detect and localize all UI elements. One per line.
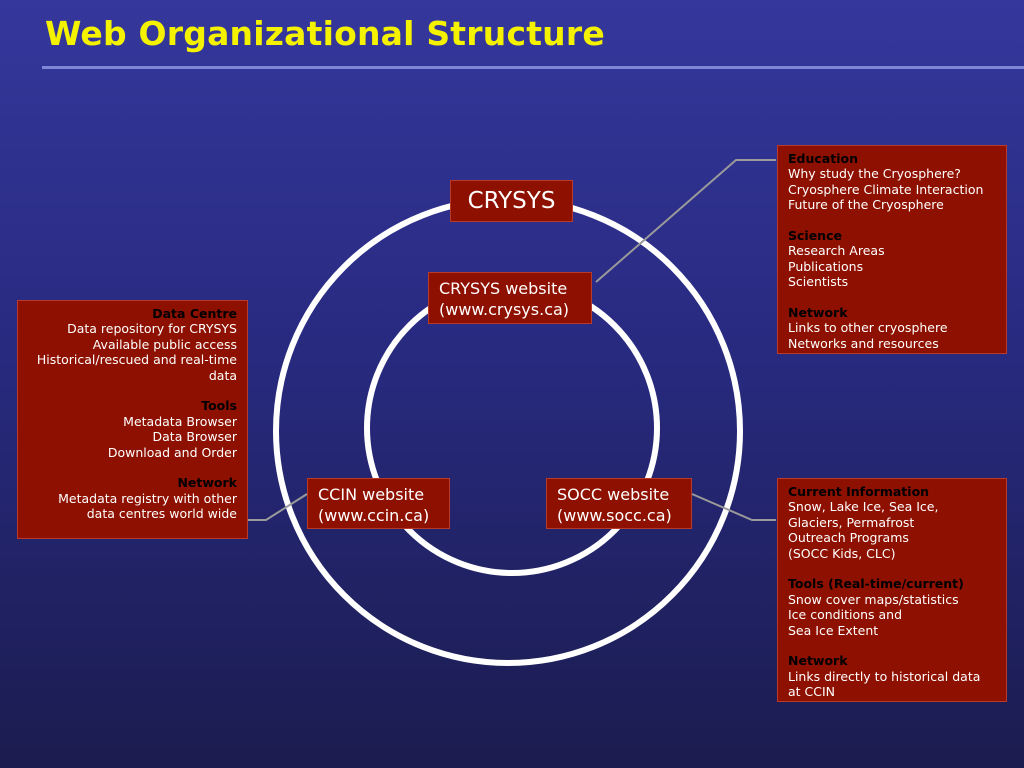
section-line: Data repository for CRYSYS (67, 321, 237, 337)
section-line: Networks and resources (788, 335, 939, 351)
crysys-website-name: CRYSYS website (439, 279, 568, 298)
section-line: Links to other cryosphere (788, 320, 948, 336)
section-line: at CCIN (788, 684, 836, 700)
section-heading: Data Centre (152, 306, 237, 321)
crysys-website-node: CRYSYS website (www.crysys.ca) (428, 272, 592, 324)
page-title: Web Organizational Structure (45, 14, 605, 53)
section-line: Metadata registry with other (58, 490, 237, 506)
section-heading: Tools (Real-time/current) (788, 576, 964, 592)
socc-website-url: (www.socc.ca) (557, 506, 672, 525)
section-line: Future of the Cryosphere (788, 197, 944, 213)
section-line: Snow cover maps/statistics (788, 591, 959, 607)
title-underline (42, 66, 1024, 69)
outer-ring (273, 196, 743, 666)
section-line: Historical/rescued and real-time (36, 352, 237, 368)
section-heading: Network (788, 305, 848, 321)
crysys-core-label: CRYSYS (450, 180, 573, 222)
section-line: data centres world wide (86, 506, 237, 522)
section-line: Scientists (788, 274, 849, 290)
section-heading: Science (788, 228, 842, 244)
section-line: Cryosphere Climate Interaction (788, 181, 984, 197)
section-line: Metadata Browser (123, 413, 237, 429)
section-line: data (208, 367, 237, 383)
section-heading: Network (788, 653, 848, 669)
section-line: Links directly to historical data (788, 668, 981, 684)
section-line: Sea Ice Extent (788, 622, 879, 638)
crysys-connector (595, 159, 776, 283)
section-line: Outreach Programs (788, 530, 909, 546)
socc-panel-section: Tools (Real-time/current)Snow cover maps… (788, 576, 1002, 638)
section-line: Ice conditions and (788, 607, 903, 623)
section-line: Download and Order (107, 444, 237, 460)
section-line: Glaciers, Permafrost (788, 514, 915, 530)
section-heading: Tools (201, 398, 237, 414)
section-heading: Education (788, 151, 858, 166)
ccin-website-name: CCIN website (318, 485, 425, 504)
section-heading: Current Information (788, 484, 930, 499)
ccin-website-url: (www.ccin.ca) (318, 506, 430, 525)
section-line: Publications (788, 258, 864, 274)
ccin-website-node: CCIN website (www.ccin.ca) (307, 478, 450, 529)
inner-ring (364, 280, 660, 576)
socc-website-node: SOCC website (www.socc.ca) (546, 478, 692, 529)
crysys-website-url: (www.crysys.ca) (439, 300, 570, 319)
section-line: Snow, Lake Ice, Sea Ice, (788, 499, 939, 515)
section-line: (SOCC Kids, CLC) (788, 545, 896, 561)
socc-website-name: SOCC website (557, 485, 670, 504)
section-line: Why study the Cryosphere? (788, 166, 961, 182)
section-line: Data Browser (152, 429, 237, 445)
crysys-core-text: CRYSYS (467, 188, 556, 214)
socc-connector (691, 493, 776, 521)
section-line: Research Areas (788, 243, 885, 259)
section-heading: Network (177, 475, 237, 491)
section-line: Available public access (92, 336, 237, 352)
ccin-connector (248, 493, 308, 521)
